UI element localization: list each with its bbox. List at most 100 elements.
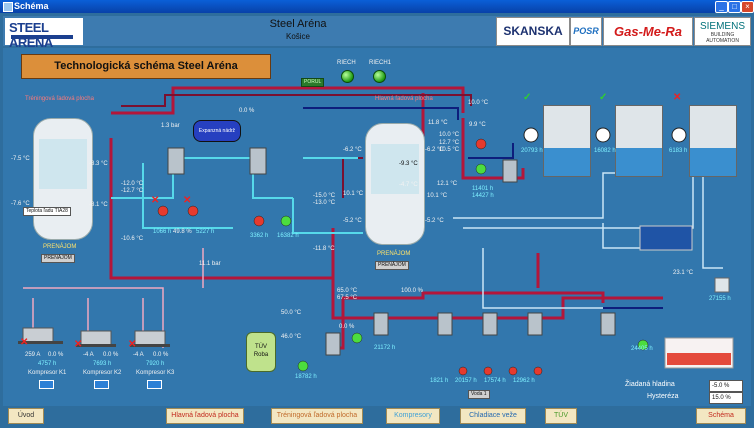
tuv-tank[interactable]: TÚV Roba xyxy=(246,332,276,372)
reading: -15.0 °C xyxy=(313,193,336,199)
nav-tuv[interactable]: TÚV xyxy=(545,408,577,424)
tower-1-ok-icon: ✓ xyxy=(523,92,532,103)
voda-tag[interactable]: Voda 1 xyxy=(468,390,490,399)
riech-switch[interactable] xyxy=(341,70,354,83)
reading: -5.2 °C xyxy=(343,218,362,224)
hysteresis-label: Hysteréza xyxy=(647,393,679,400)
diagram-banner: Technologická schéma Steel Aréna xyxy=(21,54,271,79)
window-titlebar: Schéma _ □ × xyxy=(0,0,754,13)
close-button[interactable]: × xyxy=(741,1,754,13)
gas-me-ra-logo: Gas-Me-Ra xyxy=(603,17,693,46)
nav-cooling-towers[interactable]: Chladiace veže xyxy=(460,408,526,424)
reading: -8.3 °C xyxy=(89,161,108,167)
window-title: Schéma xyxy=(14,1,49,11)
reading: 18782 h xyxy=(295,374,317,380)
fault-icon: ✕ xyxy=(151,195,160,206)
reading: 49.8 % xyxy=(173,229,192,235)
level-label: Žiadaná hladina xyxy=(625,381,675,388)
riech1-switch[interactable] xyxy=(373,70,386,83)
page-subtitle: Košice xyxy=(285,32,310,41)
scada-window: STEEL ARÉNA Steel Aréna Košice SKANSKA P… xyxy=(0,13,754,428)
reading: 12962 h xyxy=(513,378,535,384)
compressor-k3-button[interactable] xyxy=(147,380,162,389)
left-rental-label: PRENÁJOM xyxy=(43,244,77,250)
right-rental-button[interactable]: PRENÁJOM xyxy=(375,261,409,270)
reading: -4.7 °C xyxy=(399,182,418,188)
reading: 1.3 bar xyxy=(161,123,180,129)
tower-3-fault-icon: ✕ xyxy=(673,92,682,103)
k3-current: -4 A xyxy=(133,352,144,358)
nav-main-ice[interactable]: Hlavná ľadová plocha xyxy=(166,408,244,424)
reading: 14427 h xyxy=(472,193,494,199)
fault-icon: ✕ xyxy=(183,195,192,206)
k2-hours: 7693 h xyxy=(93,361,112,367)
left-rental-button[interactable]: PRENÁJOM xyxy=(41,254,75,263)
expansion-tank[interactable]: Expanzná nádrž xyxy=(193,120,241,142)
reading: -11.8 °C xyxy=(313,246,335,252)
training-ice-tank[interactable] xyxy=(33,118,93,240)
compressor-k1-button[interactable] xyxy=(39,380,54,389)
cooling-tower-1[interactable] xyxy=(543,105,591,177)
nav-uvod[interactable]: Úvod xyxy=(8,408,44,424)
reading: 100.0 % xyxy=(401,288,424,294)
reading: 23.1 °C xyxy=(673,270,694,276)
reading: 11401 h xyxy=(472,186,494,192)
reading: -9.3 °C xyxy=(399,161,418,167)
page-title: Steel Aréna xyxy=(269,18,327,30)
k2-load: 0.0 % xyxy=(103,352,119,358)
porul-indicator: PORUL xyxy=(301,78,325,87)
reading: 11.8 °C xyxy=(428,120,448,126)
right-tank-title: Hlavná ľadová plocha xyxy=(375,96,433,102)
tooltip-ice-temp: Teplota ľadu TIA28 xyxy=(23,207,71,216)
reading: 12.1 °C xyxy=(437,181,458,187)
reading: 1066 h xyxy=(153,229,172,235)
posr-logo: POSR xyxy=(570,17,602,46)
compressor-k3-fault-icon: ✕ xyxy=(128,339,137,350)
riech-label: RIECH xyxy=(337,60,356,66)
reading: 11.1 bar xyxy=(199,261,221,267)
hysteresis-input[interactable]: 15.0 % xyxy=(709,392,743,404)
nav-training-ice[interactable]: Tréningová ľadová plocha xyxy=(271,408,363,424)
maximize-button[interactable]: □ xyxy=(728,1,741,13)
app-icon xyxy=(3,2,13,12)
main-ice-tank[interactable] xyxy=(365,123,425,245)
reading: 27155 h xyxy=(709,296,731,302)
reading: -5.2 °C xyxy=(425,218,444,224)
riech1-label: RIECH1 xyxy=(369,60,392,66)
reading: 10.0 °C xyxy=(468,100,489,106)
compressor-k2-button[interactable] xyxy=(94,380,109,389)
header: STEEL ARÉNA Steel Aréna Košice SKANSKA P… xyxy=(3,16,751,50)
reading: -6.2 °C xyxy=(343,147,362,153)
compressor-k1-fault-icon: ✕ xyxy=(20,337,29,348)
reading: 0.0 % xyxy=(239,108,255,114)
reading: 3362 h xyxy=(250,233,269,239)
reading: 6183 h xyxy=(669,148,688,154)
reading: 10.0 °C xyxy=(439,132,460,138)
reading: 5227 h xyxy=(196,229,215,235)
process-diagram: Technologická schéma Steel Aréna xyxy=(3,48,751,406)
level-input[interactable]: -5.0 % xyxy=(709,380,743,392)
k2-current: -4 A xyxy=(83,352,94,358)
pipe-network xyxy=(18,86,734,376)
k1-current: 259 A xyxy=(25,352,41,358)
reading: 10.5 °C xyxy=(439,147,460,153)
k1-load: 0.0 % xyxy=(48,352,64,358)
nav-schema[interactable]: Schéma xyxy=(696,408,746,424)
k1-hours: 4757 h xyxy=(38,361,57,367)
reading: 24405 h xyxy=(631,346,653,352)
reading: 50.0 °C xyxy=(281,310,302,316)
reading: 0.0 % xyxy=(339,324,355,330)
reading: 65.0 °C xyxy=(337,288,358,294)
cooling-tower-3[interactable] xyxy=(689,105,737,177)
compressor-k2-fault-icon: ✕ xyxy=(74,339,83,350)
minimize-button[interactable]: _ xyxy=(715,1,728,13)
tower-2-ok-icon: ✓ xyxy=(599,92,608,103)
compressor-k1-label: Kompresor K1 xyxy=(28,370,67,376)
reading: -6.2 °C xyxy=(425,147,444,153)
reading: -12.7 °C xyxy=(121,188,144,194)
steel-arena-logo: STEEL ARÉNA xyxy=(5,18,83,50)
compressor-k2-label: Kompresor K2 xyxy=(83,370,122,376)
nav-compressors[interactable]: Kompresory xyxy=(386,408,440,424)
cooling-tower-2[interactable] xyxy=(615,105,663,177)
reading: -7.5 °C xyxy=(11,156,30,162)
